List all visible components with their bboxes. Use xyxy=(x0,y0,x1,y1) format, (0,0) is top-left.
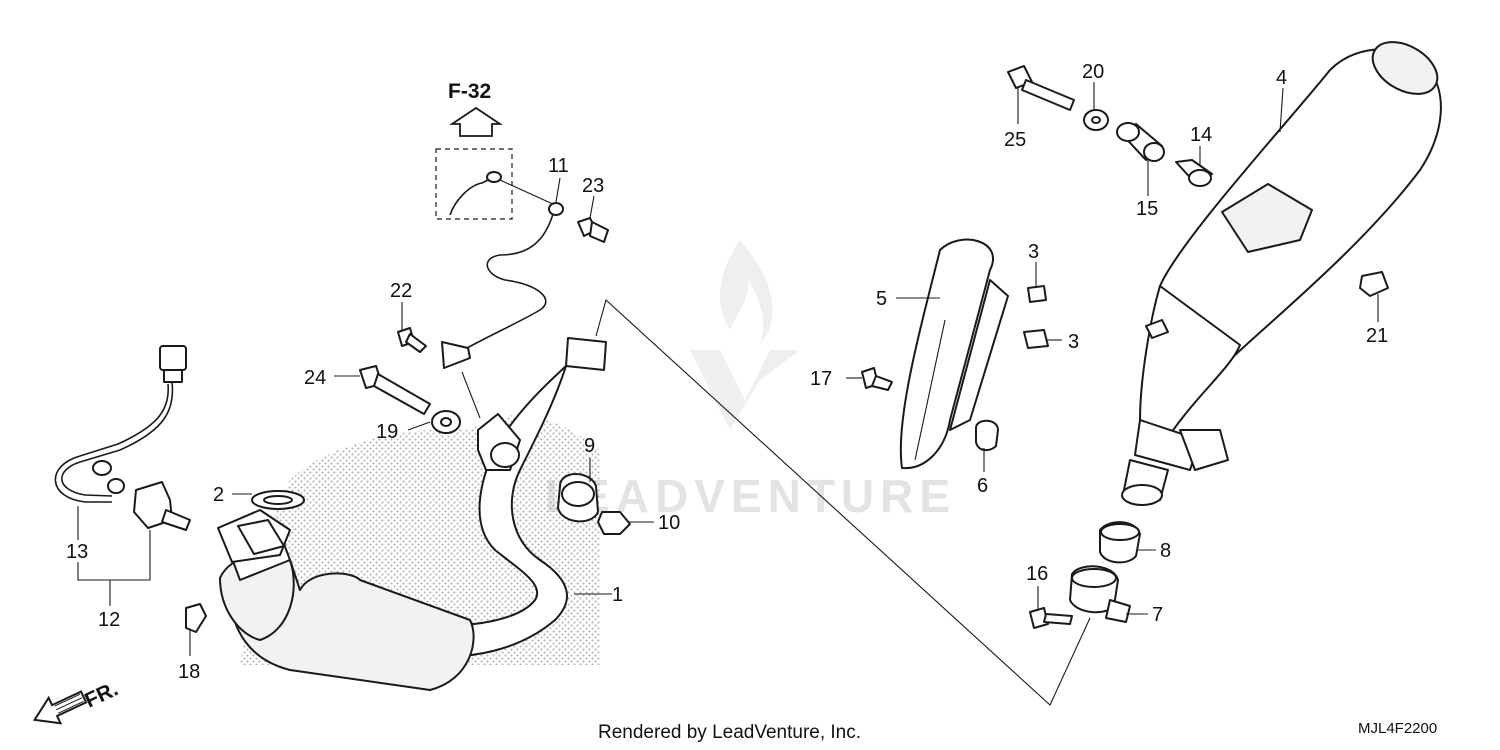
detail-leader xyxy=(499,179,556,206)
callout-24: 24 xyxy=(304,367,326,389)
clamp-7 xyxy=(1069,565,1131,623)
callout-5: 5 xyxy=(876,288,887,310)
ground-wire-detail xyxy=(449,177,493,216)
nut-3-lower xyxy=(1023,329,1049,349)
callout-7: 7 xyxy=(1152,604,1163,626)
bolt-24 xyxy=(359,365,431,415)
oxygen-sensor xyxy=(54,345,191,531)
front-direction-label: FR. xyxy=(81,677,121,712)
callout-22: 22 xyxy=(390,280,412,302)
callout-3-lower: 3 xyxy=(1068,331,1079,353)
ground-cable xyxy=(441,202,564,369)
callout-10: 10 xyxy=(658,512,680,534)
callout-2: 2 xyxy=(213,484,224,506)
callout-11: 11 xyxy=(548,155,569,177)
nut-21 xyxy=(1359,271,1389,297)
grommet-6 xyxy=(975,419,999,452)
callout-4: 4 xyxy=(1276,67,1287,89)
gasket-8 xyxy=(1099,521,1141,564)
callout-15: 15 xyxy=(1136,198,1158,220)
bolt-17 xyxy=(861,367,893,391)
callout-14: 14 xyxy=(1190,124,1212,146)
collar-15 xyxy=(1116,122,1165,162)
nut-3-upper xyxy=(1027,285,1047,303)
washer-20 xyxy=(1083,109,1109,131)
collar-14 xyxy=(1175,159,1213,187)
heat-shield xyxy=(899,238,1009,470)
callout-21: 21 xyxy=(1366,325,1388,347)
arrow-up-icon xyxy=(449,106,503,137)
callout-23: 23 xyxy=(582,175,604,197)
callout-19: 19 xyxy=(376,421,398,443)
callout-6: 6 xyxy=(977,475,988,497)
callout-3-upper: 3 xyxy=(1028,241,1039,263)
leader-lines xyxy=(77,82,1379,656)
callout-16: 16 xyxy=(1026,563,1048,585)
cap-nut-18 xyxy=(185,603,207,633)
callout-25: 25 xyxy=(1004,129,1026,151)
rubber-mount-9 xyxy=(557,473,599,523)
callout-1: 1 xyxy=(612,584,623,606)
front-direction-arrow-icon xyxy=(32,690,88,725)
credit-text: Rendered by LeadVenture, Inc. xyxy=(598,722,861,743)
bolt-23 xyxy=(577,217,609,243)
callout-9: 9 xyxy=(584,435,595,457)
reference-label: F-32 xyxy=(448,80,491,103)
callout-12: 12 xyxy=(98,609,120,631)
washer-19 xyxy=(431,410,461,434)
assembly-connector-line xyxy=(595,298,1091,706)
bolt-16 xyxy=(1029,607,1073,629)
callout-13: 13 xyxy=(66,541,88,563)
callout-17: 17 xyxy=(810,368,832,390)
bolt-25 xyxy=(1007,65,1075,111)
callout-8: 8 xyxy=(1160,540,1171,562)
diagram-code: MJL4F2200 xyxy=(1358,720,1437,737)
ground-terminal-detail xyxy=(486,171,502,183)
muffler xyxy=(1121,41,1442,506)
callout-20: 20 xyxy=(1082,61,1104,83)
bolt-22 xyxy=(397,327,427,353)
front-exhaust-pipe xyxy=(217,337,607,691)
callout-18: 18 xyxy=(178,661,200,683)
collar-10 xyxy=(597,511,631,535)
gasket-2 xyxy=(251,490,305,510)
watermark-logo xyxy=(690,240,800,430)
reference-box xyxy=(435,148,513,220)
